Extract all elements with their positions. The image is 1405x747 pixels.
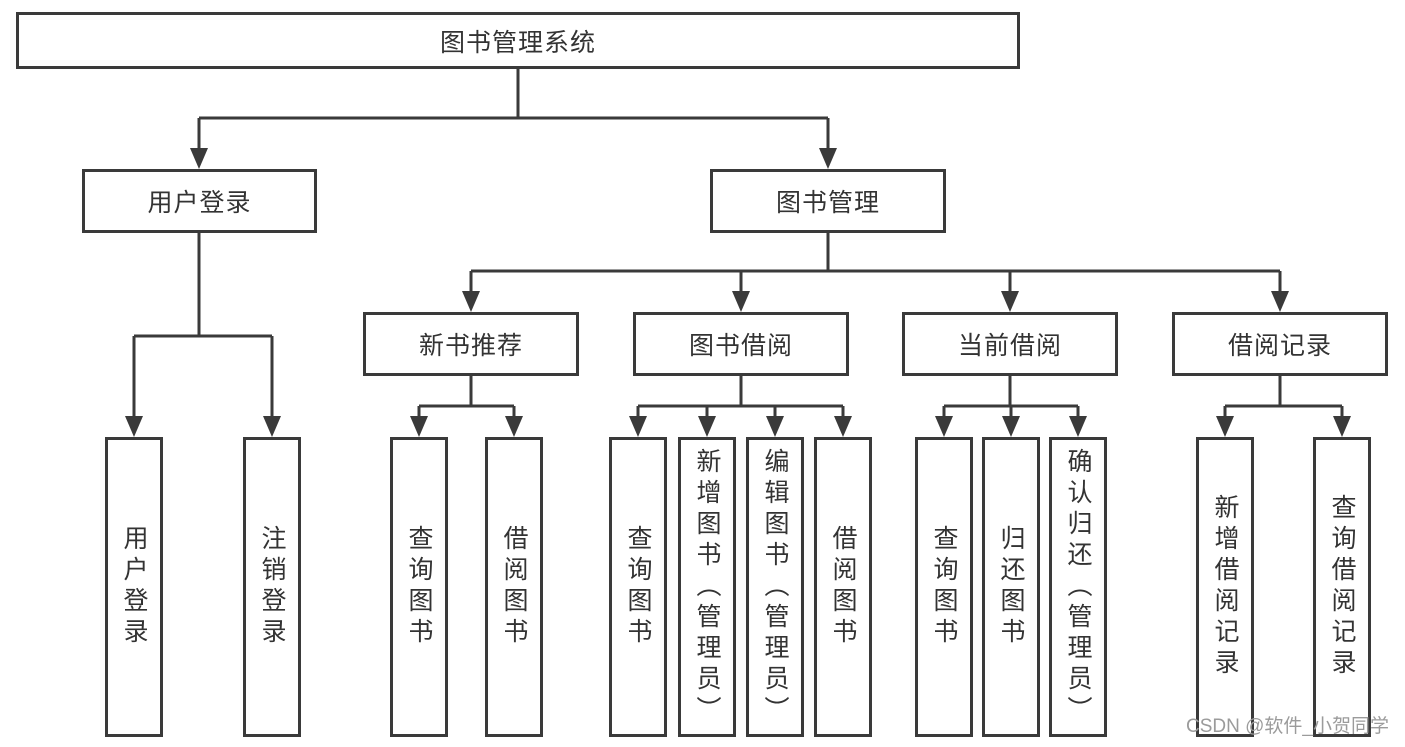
arrowhead-icon (1069, 416, 1087, 437)
arrowhead-icon (1002, 416, 1020, 437)
node-current-borrowing: 当前借阅 (902, 312, 1118, 376)
leaf-edit-books-admin: 编辑图书（管理员） (746, 437, 804, 737)
arrowhead-icon (1333, 416, 1351, 437)
arrowhead-icon (766, 416, 784, 437)
node-book-borrowing: 图书借阅 (633, 312, 849, 376)
leaf-logout-login: 注销登录 (243, 437, 301, 737)
arrowhead-icon (505, 416, 523, 437)
leaf-borrow-books: 借阅图书 (485, 437, 543, 737)
arrowhead-icon (462, 291, 480, 312)
arrowhead-icon (819, 148, 837, 169)
arrowhead-icon (1001, 291, 1019, 312)
node-new-book-recommendation: 新书推荐 (363, 312, 579, 376)
arrowhead-icon (698, 416, 716, 437)
leaf-query-books-2: 查询图书 (609, 437, 667, 737)
arrowhead-icon (190, 148, 208, 169)
leaf-user-login: 用户登录 (105, 437, 163, 737)
leaf-add-books-admin: 新增图书（管理员） (678, 437, 736, 737)
arrowhead-icon (732, 291, 750, 312)
arrowhead-icon (834, 416, 852, 437)
node-borrowing-records: 借阅记录 (1172, 312, 1388, 376)
arrowhead-icon (629, 416, 647, 437)
leaf-add-borrow-record: 新增借阅记录 (1196, 437, 1254, 737)
arrowhead-icon (1271, 291, 1289, 312)
node-library-management-system: 图书管理系统 (16, 12, 1020, 69)
arrowhead-icon (1216, 416, 1234, 437)
leaf-return-books: 归还图书 (982, 437, 1040, 737)
arrowhead-icon (935, 416, 953, 437)
node-book-management: 图书管理 (710, 169, 946, 233)
leaf-borrow-books-2: 借阅图书 (814, 437, 872, 737)
leaf-confirm-return-admin: 确认归还（管理员） (1049, 437, 1107, 737)
leaf-query-books-3: 查询图书 (915, 437, 973, 737)
leaf-query-books: 查询图书 (390, 437, 448, 737)
arrowhead-icon (410, 416, 428, 437)
leaf-query-borrow-record: 查询借阅记录 (1313, 437, 1371, 737)
node-user-login: 用户登录 (82, 169, 317, 233)
csdn-watermark: CSDN @软件_小贺同学 (1186, 716, 1389, 737)
arrowhead-icon (263, 416, 281, 437)
arrowhead-icon (125, 416, 143, 437)
